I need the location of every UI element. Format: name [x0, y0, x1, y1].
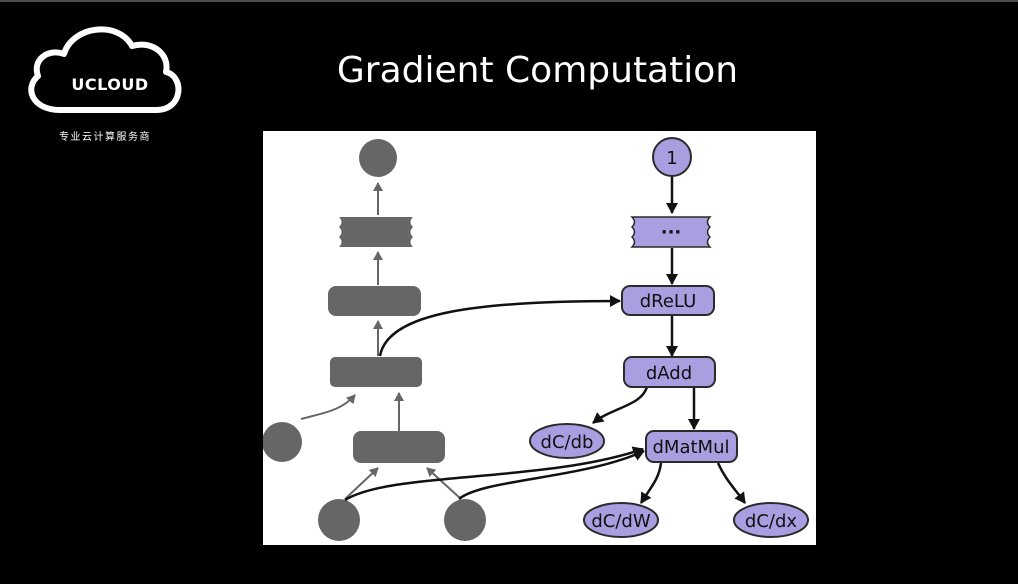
- backward-edge: [716, 462, 747, 504]
- dadd-node: [623, 356, 716, 388]
- dcdb-label: dC/db: [541, 432, 594, 453]
- backward-edge: [592, 386, 649, 424]
- link-input-to-dmatmul: [458, 449, 645, 500]
- link-weight-to-dmatmul: [344, 446, 644, 502]
- cloud-icon: [28, 26, 182, 113]
- dcdw-node: [583, 502, 659, 538]
- cross-links: [344, 295, 645, 502]
- forward-edge: [300, 394, 356, 420]
- ucloud-logo: UCLOUD 专业云计算服务商: [20, 18, 190, 148]
- drelu-node: [621, 285, 715, 316]
- forward-ellipsis-node: [339, 217, 413, 247]
- logo-brand: UCLOUD: [71, 75, 149, 94]
- dcdx-label: dC/dx: [745, 511, 797, 532]
- backward-ellipsis-node: [630, 216, 712, 248]
- forward-weight-node: [318, 499, 360, 541]
- forward-matmul-node: [353, 431, 445, 463]
- logo-tagline: 专业云计算服务商: [59, 132, 151, 143]
- dcdw-label: dC/dW: [591, 511, 650, 532]
- drelu-label: dReLU: [640, 291, 697, 312]
- dcdb-node: [529, 423, 605, 459]
- forward-add-node: [330, 357, 422, 387]
- backward-graph: 1 ··· dReLU dAdd dC/db dMatMul dC/dW dC/…: [529, 137, 809, 538]
- dmatmul-node: [645, 430, 738, 463]
- forward-bias-node: [263, 422, 302, 462]
- computation-graph-diagram: 1 ··· dReLU dAdd dC/db dMatMul dC/dW dC/…: [263, 131, 816, 545]
- backward-seed-label: 1: [666, 148, 677, 169]
- forward-input-node: [444, 499, 486, 541]
- dcdx-node: [733, 502, 809, 538]
- backward-edge: [639, 462, 663, 504]
- forward-edge: [426, 467, 462, 500]
- forward-edge: [344, 467, 379, 500]
- forward-output-node: [359, 139, 397, 177]
- backward-seed-node: [652, 137, 692, 177]
- forward-relu-node: [328, 286, 421, 316]
- backward-ellipsis-label: ···: [661, 222, 682, 243]
- slide-title: Gradient Computation: [336, 50, 739, 91]
- top-rule: [0, 0, 1018, 2]
- forward-graph: [263, 139, 486, 541]
- dmatmul-label: dMatMul: [653, 437, 730, 458]
- dadd-label: dAdd: [646, 363, 692, 384]
- link-add-to-drelu: [378, 295, 621, 357]
